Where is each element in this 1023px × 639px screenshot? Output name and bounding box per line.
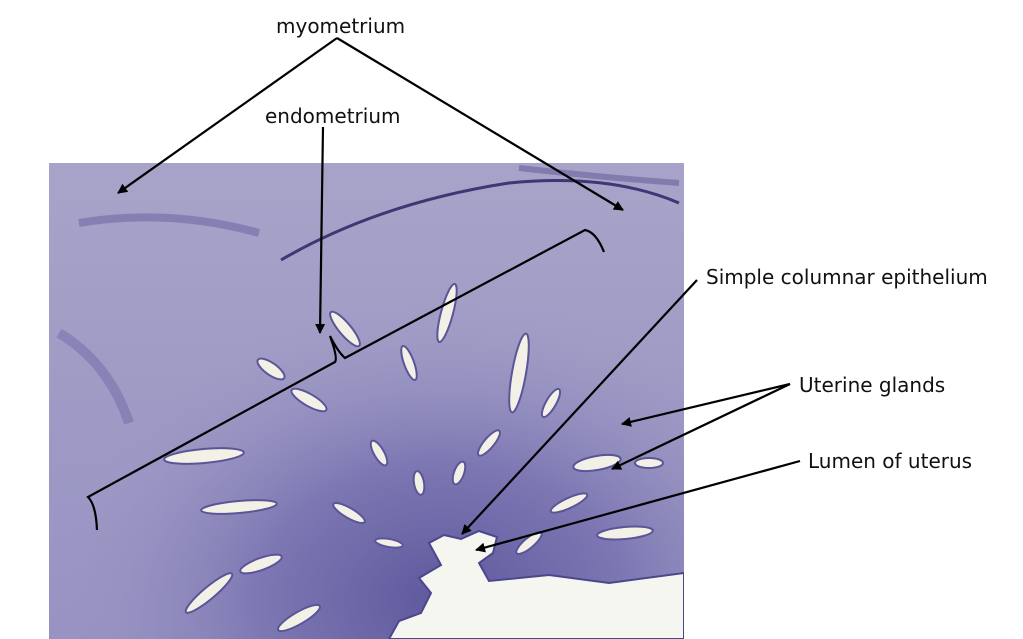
uterine-glands-label: Uterine glands bbox=[799, 373, 946, 397]
gland bbox=[451, 460, 467, 486]
gland bbox=[239, 553, 283, 575]
gland bbox=[477, 429, 501, 457]
gland bbox=[329, 310, 361, 348]
gland bbox=[256, 357, 286, 381]
myometrium-label: myometrium bbox=[276, 14, 406, 38]
gland bbox=[374, 537, 404, 549]
gland bbox=[412, 470, 426, 496]
gland bbox=[436, 282, 458, 344]
gland bbox=[549, 492, 589, 514]
gland bbox=[369, 439, 389, 467]
micrograph-image bbox=[49, 163, 684, 639]
endometrium-arrow bbox=[315, 126, 326, 334]
gland bbox=[634, 457, 664, 469]
epithelium-label: Simple columnar epithelium bbox=[706, 265, 988, 289]
muscle-streak bbox=[78, 213, 261, 237]
gland bbox=[200, 499, 278, 515]
gland bbox=[596, 525, 654, 541]
gland bbox=[277, 603, 321, 633]
gland-arrow-lower bbox=[611, 383, 791, 470]
gland bbox=[572, 453, 622, 473]
lumen-arrow bbox=[475, 459, 801, 553]
epithelium-arrow bbox=[461, 279, 698, 535]
endometrium-label: endometrium bbox=[265, 104, 401, 128]
gland bbox=[540, 387, 562, 419]
muscle-streak bbox=[56, 328, 134, 425]
gland bbox=[163, 447, 245, 465]
uterus-micrograph bbox=[49, 163, 684, 639]
lumen-label: Lumen of uterus bbox=[808, 449, 973, 473]
vessel-line bbox=[280, 179, 680, 262]
endometrium-zone bbox=[49, 163, 684, 639]
gland bbox=[508, 332, 530, 414]
myometrium-arrow-left bbox=[117, 37, 338, 194]
gland-arrow-upper bbox=[621, 382, 791, 427]
gland bbox=[184, 572, 234, 614]
muscle-streak bbox=[518, 165, 680, 186]
uterine-lumen bbox=[387, 529, 684, 639]
gland bbox=[332, 502, 366, 524]
endometrium-bracket bbox=[86, 228, 606, 531]
gland bbox=[400, 344, 418, 382]
gland bbox=[290, 387, 328, 413]
myometrium-arrow-right bbox=[336, 37, 624, 211]
